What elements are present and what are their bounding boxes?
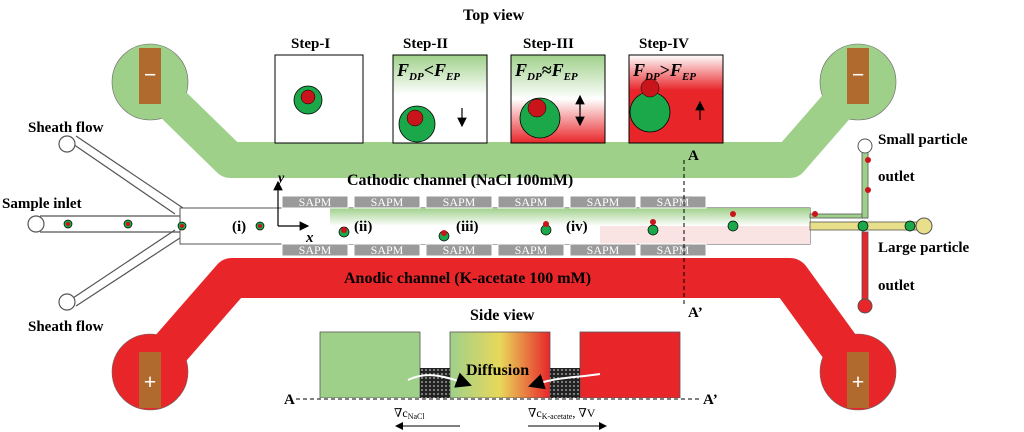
stage-label-1: (i) bbox=[232, 219, 246, 235]
small-outlet-label-2: outlet bbox=[878, 169, 915, 185]
cathodic-channel-label: Cathodic channel (NaCl 100mM) bbox=[347, 172, 573, 189]
main-channel bbox=[179, 207, 811, 245]
anodic-channel-label: Anodic channel (K-acetate 100 mM) bbox=[344, 270, 591, 287]
axis-x-label: x bbox=[305, 230, 314, 246]
small-outlet-label-1: Small particle bbox=[878, 132, 968, 148]
sapm-block bbox=[569, 243, 637, 257]
side-view-title: Side view bbox=[470, 307, 535, 324]
svg-text:+: + bbox=[852, 369, 865, 394]
sapm-label: SAPM bbox=[587, 243, 620, 257]
svg-text:∇cK-acetate, ∇V: ∇cK-acetate, ∇V bbox=[528, 406, 596, 421]
sapm-block bbox=[569, 195, 637, 209]
sapm-label: SAPM bbox=[371, 195, 404, 209]
step-panels: Step-I Step-II Step-III Step-IV bbox=[274, 36, 724, 144]
stage-label-2: (ii) bbox=[354, 219, 372, 235]
svg-text:∇cNaCl: ∇cNaCl bbox=[394, 406, 425, 421]
section-line: A A’ bbox=[683, 148, 703, 321]
stage-label-3: (iii) bbox=[456, 219, 479, 235]
sheath-flow-bottom-label: Sheath flow bbox=[28, 319, 104, 335]
cathode-electrode-left: − bbox=[139, 48, 161, 104]
sapm-block bbox=[497, 243, 565, 257]
diffusion-label: Diffusion bbox=[466, 362, 529, 379]
sapm-label: SAPM bbox=[443, 195, 476, 209]
force-relations: FDP<FEP FDP≈FEP FDP>FEP bbox=[396, 60, 696, 83]
sapm-label: SAPM bbox=[299, 243, 332, 257]
svg-text:FDP<FEP: FDP<FEP bbox=[396, 60, 460, 83]
sample-inlet-label: Sample inlet bbox=[2, 196, 82, 212]
svg-text:A: A bbox=[284, 392, 295, 408]
step-1-label: Step-I bbox=[291, 36, 330, 52]
stage-labels: (i) (ii) (iii) (iv) bbox=[232, 219, 588, 235]
sapm-row-top: SAPM SAPM SAPM SAPM SAPM SAPM bbox=[281, 195, 707, 209]
sapm-label: SAPM bbox=[443, 243, 476, 257]
particles bbox=[63, 157, 916, 242]
step-3-label: Step-III bbox=[523, 36, 574, 52]
svg-text:A’: A’ bbox=[688, 305, 703, 321]
sapm-label: SAPM bbox=[657, 243, 690, 257]
svg-text:A’: A’ bbox=[703, 392, 718, 408]
sheath-flow-top-label: Sheath flow bbox=[28, 120, 104, 136]
axis-y-label: y bbox=[276, 171, 285, 186]
sapm-label: SAPM bbox=[515, 243, 548, 257]
svg-text:FDP≈FEP: FDP≈FEP bbox=[514, 60, 578, 83]
sapm-block bbox=[281, 195, 349, 209]
sapm-block bbox=[497, 195, 565, 209]
axes: y x bbox=[273, 171, 314, 246]
sapm-label: SAPM bbox=[657, 195, 690, 209]
sapm-block bbox=[425, 243, 493, 257]
sapm-label: SAPM bbox=[587, 195, 620, 209]
stage-label-4: (iv) bbox=[566, 219, 588, 235]
inlet-channels bbox=[27, 135, 184, 311]
sapm-label: SAPM bbox=[515, 195, 548, 209]
side-view: Diffusion A A’ ∇cNaCl ∇cK-acetate, ∇V bbox=[284, 331, 718, 430]
svg-text:−: − bbox=[852, 62, 865, 87]
anode-electrode-right: + bbox=[847, 352, 869, 408]
anode-electrode-left: + bbox=[139, 352, 161, 408]
step-2-label: Step-II bbox=[403, 36, 448, 52]
top-view-title: Top view bbox=[463, 7, 525, 24]
svg-text:A: A bbox=[688, 148, 699, 164]
svg-text:FDP>FEP: FDP>FEP bbox=[632, 60, 696, 83]
sapm-label: SAPM bbox=[299, 195, 332, 209]
large-outlet-label-1: Large particle bbox=[878, 240, 970, 256]
sapm-block bbox=[425, 195, 493, 209]
sapm-label: SAPM bbox=[371, 243, 404, 257]
large-outlet-label-2: outlet bbox=[878, 278, 915, 294]
svg-text:+: + bbox=[144, 369, 157, 394]
svg-text:−: − bbox=[144, 62, 157, 87]
cathodic-channel bbox=[111, 43, 897, 178]
step-4-label: Step-IV bbox=[639, 36, 689, 52]
sapm-block bbox=[353, 243, 421, 257]
sapm-row-bottom: SAPM SAPM SAPM SAPM SAPM SAPM bbox=[281, 243, 707, 257]
sapm-block bbox=[353, 195, 421, 209]
sapm-block bbox=[639, 243, 707, 257]
cathode-electrode-right: − bbox=[847, 48, 869, 104]
sapm-block bbox=[281, 243, 349, 257]
sapm-block bbox=[639, 195, 707, 209]
